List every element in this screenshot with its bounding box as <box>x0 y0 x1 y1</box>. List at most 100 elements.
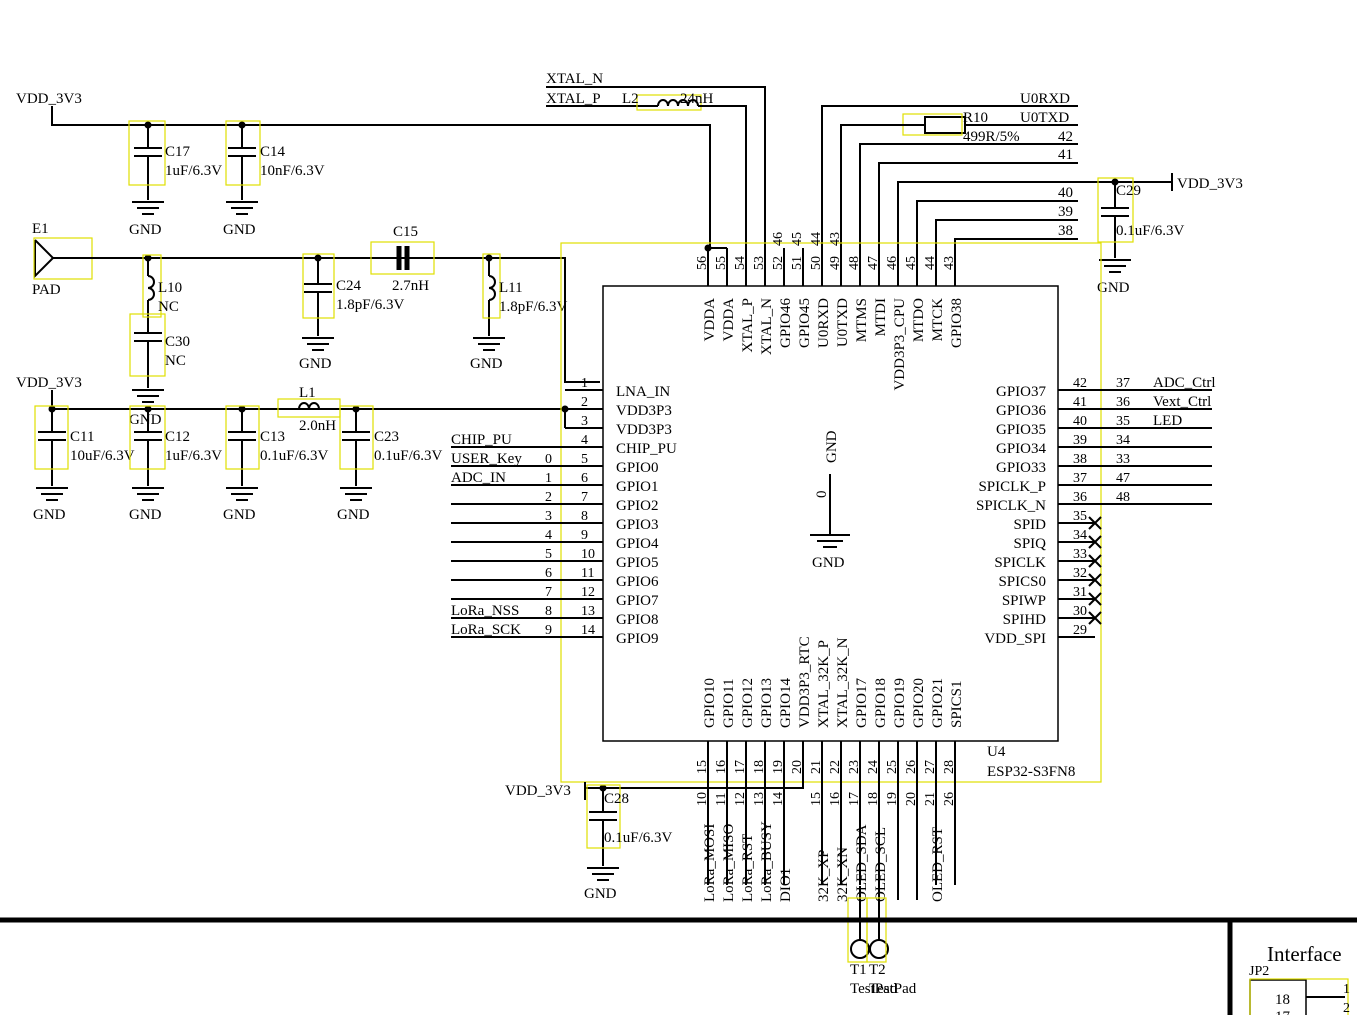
top-pin-number: 46 <box>885 256 900 270</box>
left-pin-number: 14 <box>581 623 595 638</box>
r10-ref: R10 <box>963 110 988 126</box>
chip-center-gnd: GND 0 GND <box>810 430 850 571</box>
gnd-label: GND <box>1097 280 1130 296</box>
no-connect-mark <box>1088 592 1102 606</box>
u0txd-wire2 <box>840 124 925 286</box>
left-pin-number: 4 <box>581 433 588 448</box>
bottom-pin-name: GPIO20 <box>911 678 927 728</box>
left-net-label: LoRa_NSS <box>451 603 519 619</box>
left-gpio-number: 2 <box>545 490 552 505</box>
jp2-outline <box>1249 978 1349 1015</box>
capacitor-c14 <box>225 120 261 215</box>
c11-value: 10uF/6.3V <box>70 448 135 464</box>
bottom-pin-name: XTAL_32K_N <box>835 637 851 728</box>
gnd-label: GND <box>223 222 256 238</box>
vdd-label-left: VDD_3V3 <box>16 375 82 391</box>
top-pin-number: 49 <box>828 256 843 270</box>
c15-ref: C15 <box>393 224 418 240</box>
jp2-pin-1: 1 <box>1343 982 1350 997</box>
top-pin-number: 44 <box>923 256 938 270</box>
t1-value: TestPad <box>850 981 898 997</box>
capacitor-c23 <box>339 405 374 501</box>
top-pin-name: MTDI <box>873 298 889 336</box>
c13-value: 0.1uF/6.3V <box>260 448 329 464</box>
sheet-title: Interface <box>1267 942 1342 966</box>
capacitor-c29 <box>1097 177 1134 273</box>
bottom-pin-name: GPIO13 <box>759 678 775 728</box>
left-pin-name: LNA_IN <box>616 384 670 400</box>
vdda-junction <box>704 244 712 252</box>
inductor-l2 <box>636 94 702 111</box>
net-41: 41 <box>1058 147 1073 163</box>
c15-value: 2.7nH <box>392 278 429 294</box>
left-pin-number: 1 <box>581 376 588 391</box>
top-pin-name: VDD3P3_CPU <box>892 298 908 391</box>
right-pin-number: 38 <box>1073 452 1087 467</box>
left-pin-name: GPIO6 <box>616 574 659 590</box>
right-net-label: ADC_Ctrl <box>1153 375 1216 391</box>
net-40: 40 <box>1058 185 1073 201</box>
testpad-t1 <box>847 886 870 963</box>
bottom-pin-number: 24 <box>866 760 881 774</box>
right-pin-number: 30 <box>1073 604 1087 619</box>
right-pin-name: SPICLK_P <box>978 479 1046 495</box>
left-pin-name: GPIO2 <box>616 498 659 514</box>
bottom-pin-name: SPICS1 <box>949 680 965 728</box>
top-pin-name: MTDO <box>911 298 927 342</box>
right-pin-name: SPICLK <box>994 555 1046 571</box>
left-gpio-number: 6 <box>545 566 552 581</box>
right-pin-name: VDD_SPI <box>984 631 1046 647</box>
left-net-label: ADC_IN <box>451 470 506 486</box>
top-pin-number: 56 <box>695 256 710 270</box>
top-pin-number: 50 <box>809 256 824 270</box>
top-pin-name: XTAL_N <box>759 298 775 355</box>
top-pin-number: 52 <box>771 256 786 270</box>
l11-ref: L11 <box>499 280 523 296</box>
r10-value: 499R/5% <box>963 129 1020 145</box>
no-connect-mark <box>1088 573 1102 587</box>
t2-ref: T2 <box>869 962 886 978</box>
left-pin-number: 7 <box>581 490 588 505</box>
right-pin-number: 41 <box>1073 395 1087 410</box>
top-net-number: 46 <box>771 232 786 246</box>
right-pin-number: 29 <box>1073 623 1087 638</box>
c29-ref: C29 <box>1116 183 1141 199</box>
gnd-label: GND <box>337 507 370 523</box>
u4-left-pins: 1LNA_IN2VDD3P33VDD3P34CHIP_PUCHIP_PU5GPI… <box>451 376 677 647</box>
right-gpio-number: 47 <box>1116 471 1130 486</box>
bottom-pin-number: 22 <box>828 760 843 774</box>
bottom-pin-number: 18 <box>752 760 767 774</box>
l10-value: NC <box>158 299 179 315</box>
c28-value: 0.1uF/6.3V <box>604 830 673 846</box>
top-pin-number: 51 <box>790 256 805 270</box>
bottom-pin-number: 27 <box>923 760 938 774</box>
right-pin-name: SPIWP <box>1002 593 1046 609</box>
right-net-label: LED <box>1153 413 1182 429</box>
right-net-label: Vext_Ctrl <box>1153 394 1211 410</box>
top-pin-number: 45 <box>904 256 919 270</box>
top-pin-name: VDDA <box>721 298 737 341</box>
top-pin-name: XTAL_P <box>740 298 756 353</box>
bottom-pin-name: GPIO14 <box>778 677 794 728</box>
right-pin-name: GPIO33 <box>996 460 1046 476</box>
left-pin-name: GPIO4 <box>616 536 659 552</box>
c14-value: 10nF/6.3V <box>260 163 325 179</box>
left-pin-name: CHIP_PU <box>616 441 677 457</box>
u4-top-pins: 56VDDA55VDDA54XTAL_P53XTAL_N52GPIO464651… <box>695 232 965 391</box>
left-pin-number: 2 <box>581 395 588 410</box>
bottom-pin-number: 19 <box>771 760 786 774</box>
right-pin-number: 39 <box>1073 433 1087 448</box>
bottom-gpio-number: 10 <box>695 792 710 806</box>
left-pin-name: VDD3P3 <box>616 403 672 419</box>
left-gpio-number: 4 <box>545 528 552 543</box>
c17-value: 1uF/6.3V <box>165 163 222 179</box>
bottom-pin-name: GPIO17 <box>854 677 870 728</box>
right-pin-name: SPICLK_N <box>976 498 1046 514</box>
bottom-net-label: 32K_XN <box>835 847 851 902</box>
net-xtal-n: XTAL_N <box>546 71 603 87</box>
bottom-pin-number: 15 <box>695 760 710 774</box>
top-pin-number: 53 <box>752 256 767 270</box>
gnd-label: GND <box>33 507 66 523</box>
bottom-gpio-number: 20 <box>904 792 919 806</box>
